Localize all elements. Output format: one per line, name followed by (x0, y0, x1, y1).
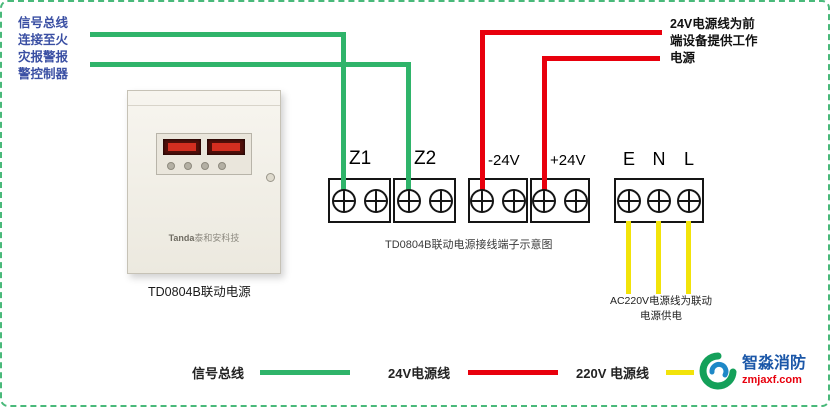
dc24-wire-neg-horizontal (480, 30, 662, 35)
signal-wire-z2-vertical (406, 62, 411, 200)
legend-line-dc24 (468, 370, 558, 375)
terminal-label-neg24: -24V (488, 152, 520, 169)
note-line: 24V电源线为前 (670, 17, 755, 31)
terminal-screw-icon (647, 188, 671, 213)
logo-name: 智淼消防 (742, 355, 807, 373)
note-line: 电源供电 (640, 310, 682, 322)
terminal-block-z1 (328, 178, 391, 223)
legend-label-ac220: 220V 电源线 (576, 366, 649, 381)
terminal-caption: TD0804B联动电源接线端子示意图 (385, 239, 553, 251)
terminal-screw-icon (363, 188, 388, 213)
dc24-wire-neg-vertical (480, 30, 485, 202)
terminal-label-pos24: +24V (550, 152, 586, 169)
ac220-note: AC220V电源线为联动 电源供电 (599, 294, 723, 324)
note-line: 电源 (670, 51, 696, 65)
note-line: AC220V电源线为联动 (609, 295, 713, 307)
note-line: 信号总线 (18, 16, 69, 30)
brand-company: 泰和安科技 (194, 233, 240, 243)
terminal-label-z1: Z1 (349, 148, 372, 169)
note-line: 警控制器 (18, 67, 69, 81)
logo-swoosh-icon (699, 352, 737, 390)
note-line: 连接至火 (18, 33, 69, 47)
dc24-wire-pos-horizontal (542, 56, 660, 61)
terminal-label-n: N (652, 149, 666, 169)
terminal-screw-icon (470, 188, 494, 213)
led-display (163, 139, 201, 155)
terminal-label-e: E (622, 149, 635, 169)
signal-wire-z1-vertical (341, 32, 346, 200)
terminal-screw-icon (677, 188, 701, 213)
terminal-block-z2 (393, 178, 456, 223)
terminal-block-pos24 (530, 178, 590, 223)
keyhole-icon (266, 173, 275, 182)
terminal-block-neg24 (468, 178, 528, 223)
dc24-note: 24V电源线为前 端设备提供工作 电源 (670, 16, 758, 67)
led-display (207, 139, 245, 155)
brand-name: Tanda (168, 233, 195, 243)
device-display-panel (156, 133, 252, 175)
terminal-screw-icon (331, 188, 356, 213)
legend-line-ac220 (666, 370, 694, 375)
door-seam (128, 105, 280, 106)
ac220-wire-n (656, 221, 661, 294)
panel-button-icon (167, 162, 175, 170)
terminal-screw-icon (532, 188, 556, 213)
legend-line-signal (260, 370, 350, 375)
terminal-screw-icon (428, 188, 453, 213)
ac220-wire-e (626, 221, 631, 294)
terminal-screw-icon (502, 188, 526, 213)
terminal-block-enl (614, 178, 704, 223)
note-line: 端设备提供工作 (670, 34, 758, 48)
ac220-wire-l (686, 221, 691, 294)
power-supply-unit: Tanda泰和安科技 (127, 90, 281, 274)
signal-wire-z2-horizontal (90, 62, 411, 67)
device-label: TD0804B联动电源 (148, 285, 251, 299)
signal-bus-note: 信号总线 连接至火 灾报警报 警控制器 (18, 15, 68, 83)
note-line: 灾报警报 (18, 50, 69, 64)
legend-label-dc24: 24V电源线 (388, 366, 451, 381)
panel-button-icon (218, 162, 226, 170)
terminal-label-l: L (683, 149, 694, 169)
zmjaxf-logo: 智淼消防 zmjaxf.com (698, 351, 806, 391)
device-brand: Tanda泰和安科技 (128, 231, 280, 244)
logo-site: zmjaxf.com (742, 373, 802, 386)
panel-button-icon (201, 162, 209, 170)
legend-label-signal: 信号总线 (192, 366, 245, 381)
terminal-label-z2: Z2 (414, 148, 437, 169)
panel-button-icon (184, 162, 192, 170)
signal-wire-z1-horizontal (90, 32, 346, 37)
dc24-wire-pos-vertical (542, 56, 547, 202)
terminal-screw-icon (564, 188, 588, 213)
panel-buttons (167, 162, 241, 170)
terminal-screw-icon (396, 188, 421, 213)
terminal-screw-icon (617, 188, 641, 213)
